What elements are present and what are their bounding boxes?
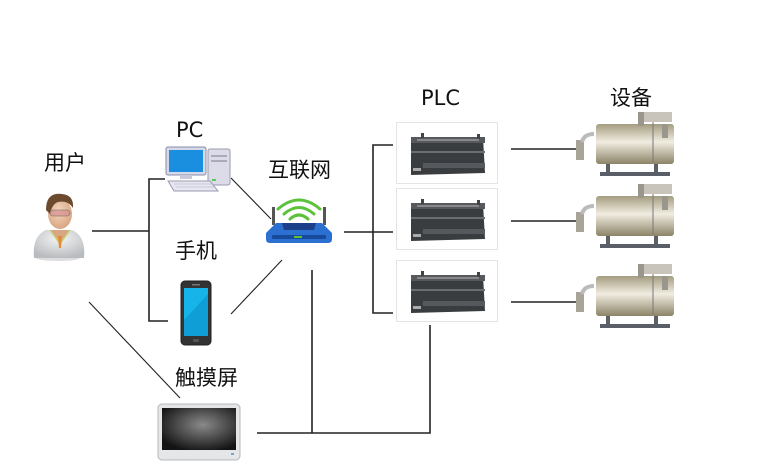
plc-module-3 <box>396 260 498 322</box>
internet-label: 互联网 <box>268 158 331 182</box>
plc-module-icon <box>411 133 485 175</box>
edge-user-pc-phone <box>148 178 168 322</box>
wifi-router-icon <box>266 198 332 243</box>
touch-panel-icon <box>157 403 241 461</box>
boiler-tank-icon-3 <box>576 264 674 328</box>
plc-module-2 <box>396 188 498 250</box>
plc-label: PLC <box>421 86 461 110</box>
boiler-tank-icon-2 <box>576 184 674 248</box>
pc-label: PC <box>176 118 204 142</box>
plc-module-icon <box>411 271 485 313</box>
edge-pc-router <box>230 177 272 220</box>
user-avatar-icon <box>33 193 85 261</box>
edge-touchscreen-plc <box>257 325 431 434</box>
edge-user-touchscreen <box>88 301 181 399</box>
boiler-tank-icon-1 <box>576 112 674 176</box>
edge-plc-bus <box>372 144 393 314</box>
plc-module-icon <box>411 199 485 241</box>
edge-phone-router <box>230 259 283 315</box>
desktop-computer-icon <box>165 146 231 192</box>
phone-label: 手机 <box>175 239 217 263</box>
plc-module-1 <box>396 122 498 184</box>
smartphone-icon <box>180 280 212 346</box>
user-label: 用户 <box>44 151 86 175</box>
equipment-label: 设备 <box>610 86 652 110</box>
touchscreen-label: 触摸屏 <box>175 366 238 390</box>
